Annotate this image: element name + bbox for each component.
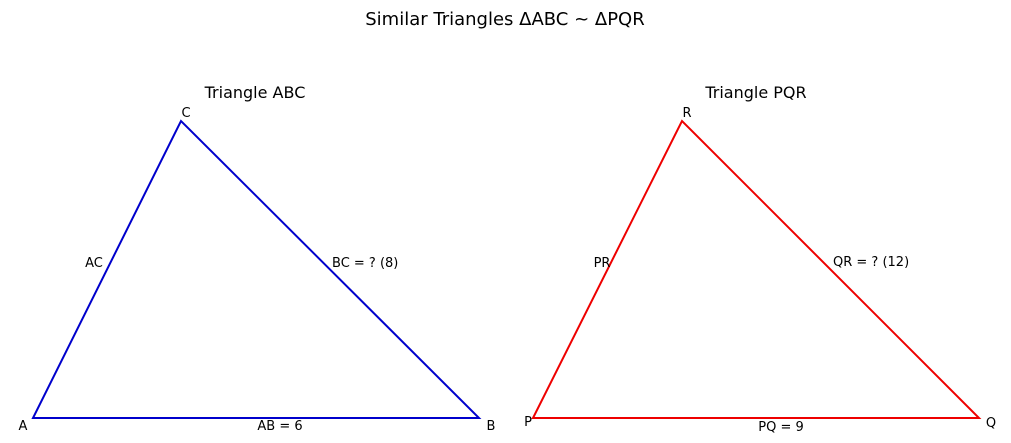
vertex-b-label: B [487,419,496,434]
side-bc-label: BC = ? (8) [332,256,398,271]
triangle-abc-shape [31,119,482,419]
figure-title: Similar Triangles ΔABC ~ ΔPQR [365,9,645,30]
triangle-pqr-title: Triangle PQR [704,83,806,102]
vertex-p-label: P [524,415,532,430]
vertex-r-label: R [682,106,691,121]
side-pr-label: PR [594,256,611,271]
side-ab-label: AB = 6 [257,419,302,434]
side-qr-label: QR = ? (12) [833,255,909,270]
triangle-abc-panel: Triangle ABC A B C AB = 6 BC = ? (8) AC [19,83,496,434]
vertex-q-label: Q [986,416,996,431]
vertex-c-label: C [181,106,190,121]
vertex-a-label: A [19,419,28,434]
triangle-abc-title: Triangle ABC [204,83,306,102]
triangle-pqr-panel: Triangle PQR P Q R PQ = 9 QR = ? (12) PR [524,83,996,435]
side-ac-label: AC [85,256,103,271]
triangle-pqr-shape [531,119,982,419]
side-pq-label: PQ = 9 [758,420,804,435]
